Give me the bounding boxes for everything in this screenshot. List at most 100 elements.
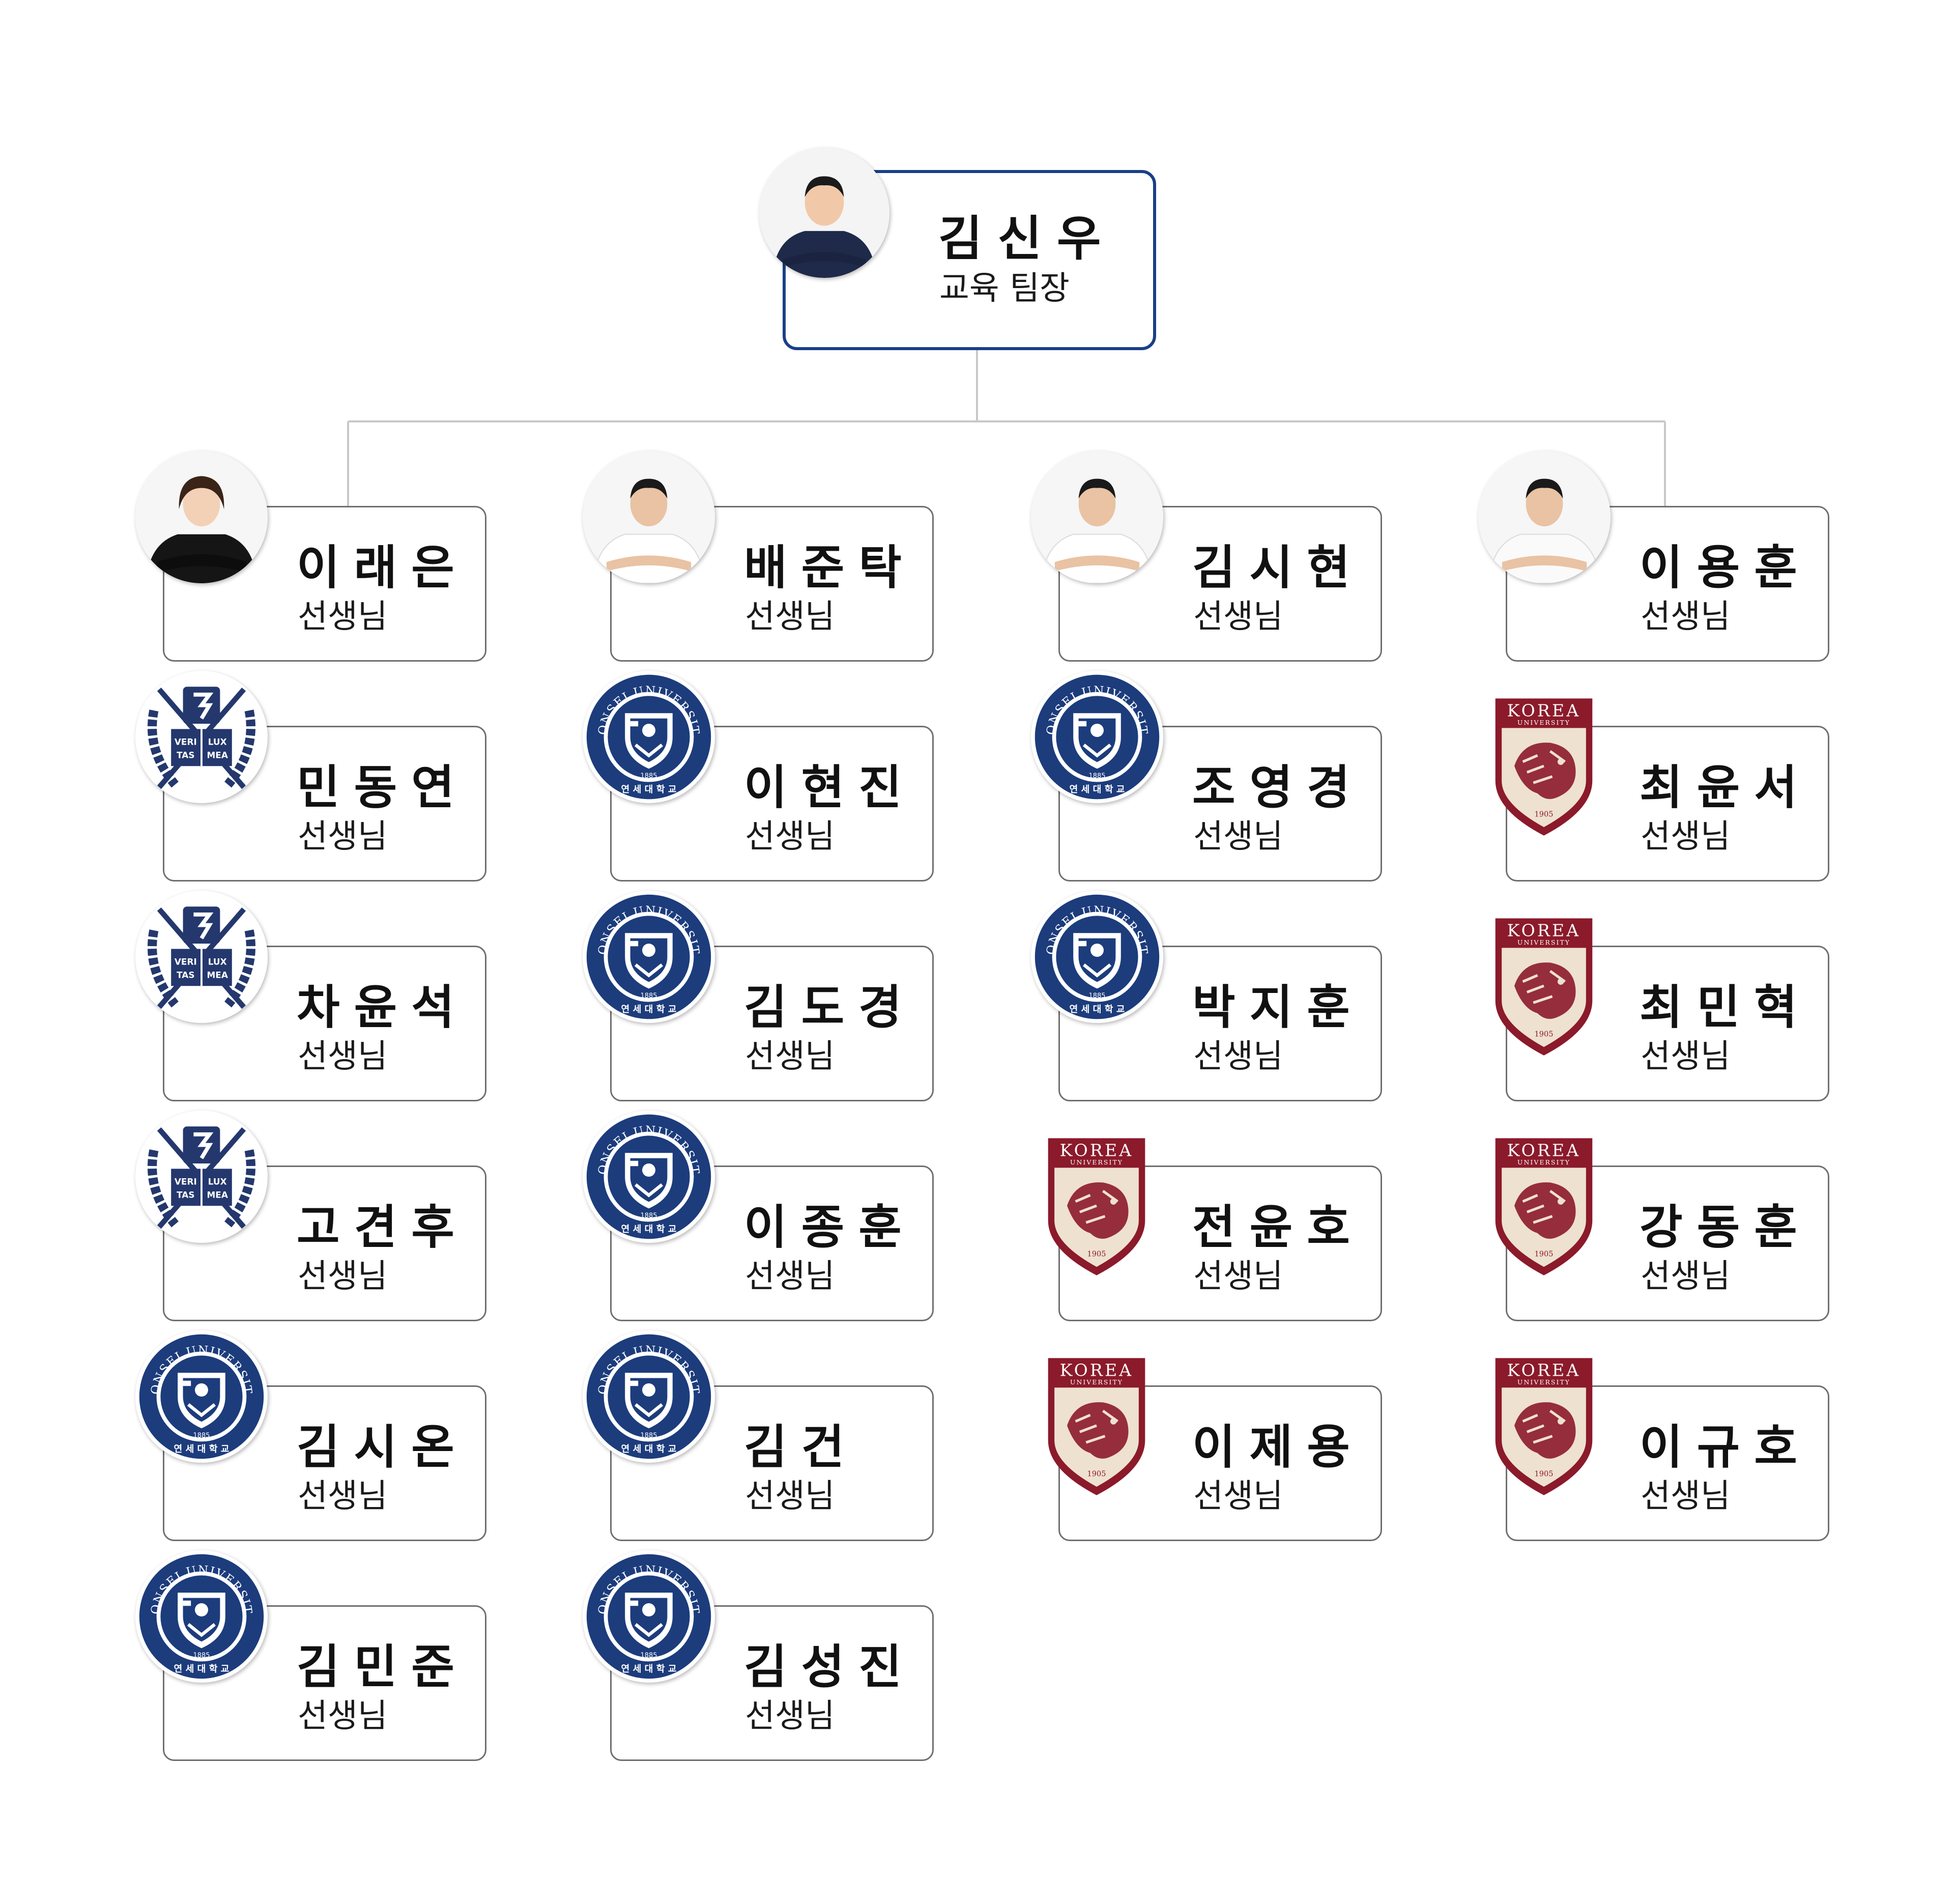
member-role: 선생님 <box>1641 1477 1731 1515</box>
member-avatar-photo <box>1478 451 1611 583</box>
svg-text:UNIVERSITY: UNIVERSITY <box>1070 1158 1123 1166</box>
lead-name: 김신우 <box>938 211 1116 267</box>
member-name: 박지훈 <box>1192 980 1364 1035</box>
svg-text:KOREA: KOREA <box>1507 1141 1581 1160</box>
svg-text:UNIVERSITY: UNIVERSITY <box>1517 1158 1570 1166</box>
member-avatar-photo <box>1031 451 1163 583</box>
member-role: 선생님 <box>745 1697 835 1735</box>
member-role: 선생님 <box>298 1477 388 1515</box>
member-name: 최민혁 <box>1640 980 1812 1035</box>
member-name: 김시현 <box>1192 541 1364 595</box>
svg-text:1885: 1885 <box>640 773 657 780</box>
member-name: 김시온 <box>297 1420 469 1474</box>
svg-text:연 세 대 학 교: 연 세 대 학 교 <box>174 1443 229 1455</box>
member-role: 선생님 <box>745 1477 835 1515</box>
svg-text:1885: 1885 <box>1088 992 1105 1000</box>
member-name: 김민준 <box>297 1640 469 1694</box>
svg-text:연 세 대 학 교: 연 세 대 학 교 <box>621 1224 677 1235</box>
svg-text:KOREA: KOREA <box>1507 1360 1581 1380</box>
member-role: 선생님 <box>298 1038 388 1075</box>
member-name: 이제용 <box>1192 1420 1364 1474</box>
svg-text:MEA: MEA <box>207 750 227 760</box>
svg-text:연 세 대 학 교: 연 세 대 학 교 <box>621 784 677 795</box>
svg-text:1905: 1905 <box>1087 1250 1106 1258</box>
svg-text:1905: 1905 <box>1535 1030 1554 1038</box>
member-role: 선생님 <box>1641 818 1731 856</box>
svg-text:MEA: MEA <box>207 970 227 980</box>
svg-text:연 세 대 학 교: 연 세 대 학 교 <box>621 1004 677 1015</box>
member-role: 선생님 <box>745 1258 835 1295</box>
svg-text:KOREA: KOREA <box>1507 921 1581 941</box>
member-name: 이래은 <box>297 541 469 595</box>
svg-text:연 세 대 학 교: 연 세 대 학 교 <box>621 1663 677 1674</box>
svg-text:KOREA: KOREA <box>1060 1141 1134 1160</box>
member-avatar-photo <box>583 451 715 583</box>
member-role: 선생님 <box>1641 598 1731 636</box>
svg-text:KOREA: KOREA <box>1060 1360 1134 1380</box>
svg-text:1885: 1885 <box>640 1212 657 1220</box>
lead-avatar-photo <box>759 148 889 278</box>
lead-role: 교육 팀장 <box>939 270 1070 307</box>
svg-text:LUX: LUX <box>208 737 227 747</box>
member-name: 김성진 <box>744 1640 916 1694</box>
member-name: 이규호 <box>1640 1420 1812 1474</box>
svg-text:연 세 대 학 교: 연 세 대 학 교 <box>1070 1004 1125 1015</box>
member-role: 선생님 <box>1193 1038 1283 1075</box>
svg-text:VERI: VERI <box>175 737 197 747</box>
svg-text:VERI: VERI <box>175 1177 197 1187</box>
svg-text:1885: 1885 <box>1088 773 1105 780</box>
member-role: 선생님 <box>298 818 388 856</box>
member-name: 최윤서 <box>1640 760 1812 815</box>
member-role: 선생님 <box>745 598 835 636</box>
svg-text:1885: 1885 <box>640 1652 657 1660</box>
svg-text:TAS: TAS <box>177 750 194 760</box>
member-role: 선생님 <box>298 1697 388 1735</box>
member-name: 강동훈 <box>1640 1200 1812 1255</box>
member-role: 선생님 <box>1193 1477 1283 1515</box>
member-role: 선생님 <box>1193 598 1283 636</box>
member-role: 선생님 <box>745 818 835 856</box>
svg-text:UNIVERSITY: UNIVERSITY <box>1070 1378 1123 1386</box>
member-name: 조영경 <box>1192 760 1364 815</box>
svg-text:KOREA: KOREA <box>1507 701 1581 721</box>
member-name: 김건 <box>744 1420 859 1474</box>
member-avatar-photo <box>135 451 268 583</box>
member-name: 민동연 <box>297 760 469 815</box>
svg-text:연 세 대 학 교: 연 세 대 학 교 <box>621 1443 677 1455</box>
svg-text:LUX: LUX <box>208 957 227 967</box>
svg-text:MEA: MEA <box>207 1190 227 1200</box>
member-name: 김도경 <box>744 980 916 1035</box>
member-role: 선생님 <box>1193 818 1283 856</box>
svg-text:UNIVERSITY: UNIVERSITY <box>1517 1378 1570 1386</box>
svg-text:TAS: TAS <box>177 970 194 980</box>
svg-text:1885: 1885 <box>193 1652 210 1660</box>
member-name: 이용훈 <box>1640 541 1812 595</box>
snu-emblem-icon: VERI TAS LUX MEA <box>135 671 268 803</box>
member-name: 전윤호 <box>1192 1200 1364 1255</box>
